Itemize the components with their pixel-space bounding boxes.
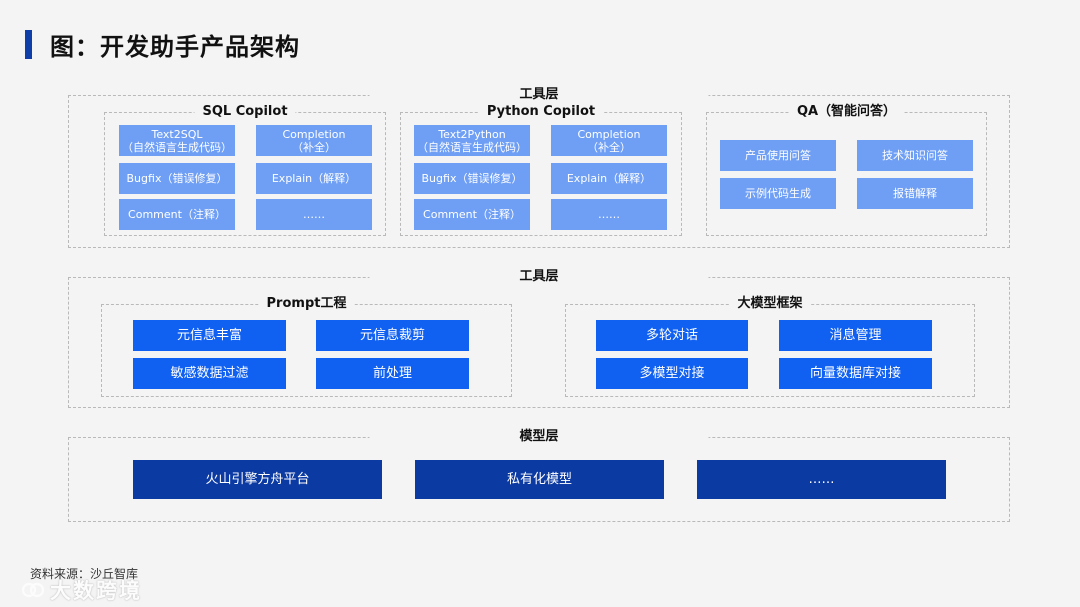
sql-text2sql-box: Text2SQL （自然语言生成代码） — [119, 125, 235, 156]
sql-more-box: …… — [256, 199, 372, 230]
prompt-sensitive-filter-box: 敏感数据过滤 — [133, 358, 286, 389]
prompt-engineering-group: Prompt工程 — [101, 295, 512, 397]
python-text2python-box: Text2Python （自然语言生成代码） — [414, 125, 530, 156]
llm-framework-group: 大模型框架 — [565, 295, 975, 397]
sql-copilot-group: SQL Copilot — [104, 103, 386, 236]
python-explain-box: Explain（解释） — [551, 163, 667, 194]
prompt-meta-enrich-box: 元信息丰富 — [133, 320, 286, 351]
llm-multi-turn-box: 多轮对话 — [596, 320, 748, 351]
watermark-text: 大数跨境 — [50, 579, 142, 603]
model-private-box: 私有化模型 — [415, 460, 664, 499]
layer-label: 模型层 — [369, 428, 709, 446]
sql-comment-box: Comment（注释） — [119, 199, 235, 230]
layer-label: 工具层 — [369, 268, 709, 286]
python-copilot-group: Python Copilot — [400, 103, 682, 236]
group-label: SQL Copilot — [194, 103, 296, 121]
group-label: QA（智能问答） — [788, 103, 905, 121]
qa-product-usage-box: 产品使用问答 — [720, 140, 836, 171]
sql-explain-box: Explain（解释） — [256, 163, 372, 194]
llm-vector-db-box: 向量数据库对接 — [779, 358, 932, 389]
watermark: 大数跨境 — [22, 575, 142, 605]
qa-sample-code-box: 示例代码生成 — [720, 178, 836, 209]
title-accent-bar — [25, 30, 32, 59]
tool-layer-middle: 工具层 — [68, 268, 1010, 408]
qa-error-explain-box: 报错解释 — [857, 178, 973, 209]
layer-label: 工具层 — [369, 86, 709, 104]
model-volcano-ark-box: 火山引擎方舟平台 — [133, 460, 382, 499]
model-more-box: …… — [697, 460, 946, 499]
python-more-box: …… — [551, 199, 667, 230]
sql-completion-box: Completion （补全） — [256, 125, 372, 156]
llm-multi-model-box: 多模型对接 — [596, 358, 748, 389]
prompt-preprocess-box: 前处理 — [316, 358, 469, 389]
tool-layer-top: 工具层 — [68, 86, 1010, 248]
group-label: Prompt工程 — [258, 295, 355, 313]
qa-group: QA（智能问答） — [706, 103, 987, 236]
python-comment-box: Comment（注释） — [414, 199, 530, 230]
group-label: 大模型框架 — [729, 295, 811, 313]
page-title: 图：开发助手产品架构 — [50, 33, 300, 61]
prompt-meta-trim-box: 元信息裁剪 — [316, 320, 469, 351]
watermark-logo-icon — [22, 582, 44, 598]
model-layer: 模型层 — [68, 428, 1010, 522]
python-bugfix-box: Bugfix（错误修复） — [414, 163, 530, 194]
sql-bugfix-box: Bugfix（错误修复） — [119, 163, 235, 194]
group-label: Python Copilot — [478, 103, 604, 121]
llm-message-mgmt-box: 消息管理 — [779, 320, 932, 351]
source-note: 资料来源：沙丘智库 — [30, 567, 139, 581]
python-completion-box: Completion （补全） — [551, 125, 667, 156]
qa-tech-knowledge-box: 技术知识问答 — [857, 140, 973, 171]
